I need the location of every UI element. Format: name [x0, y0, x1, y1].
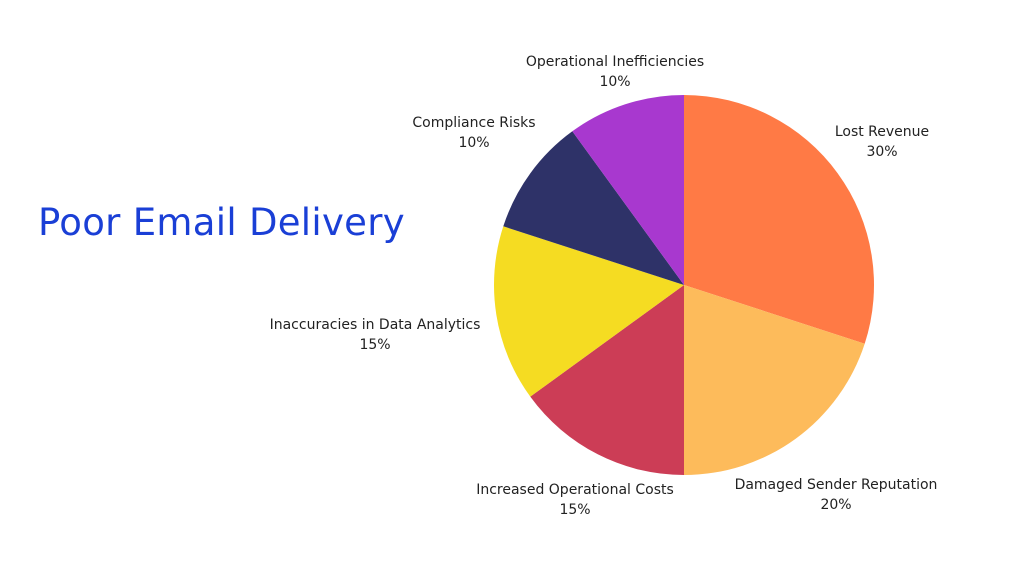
chart-title: Poor Email Delivery	[38, 201, 405, 244]
slice-label-damaged-sender-reputation: Damaged Sender Reputation 20%	[686, 475, 986, 515]
slice-label-operational-inefficiencies: Operational Inefficiencies 10%	[465, 52, 765, 92]
label-value: 20%	[820, 497, 852, 513]
pie-slice-operational-inefficiencies	[572, 95, 684, 285]
label-value: 30%	[866, 144, 898, 160]
slice-label-compliance-risks: Compliance Risks 10%	[324, 113, 624, 153]
pie-slice-lost-revenue	[684, 95, 874, 344]
pie-slice-inaccuracies-in-data-analytics	[494, 226, 684, 397]
slice-label-increased-operational-costs: Increased Operational Costs 15%	[425, 480, 725, 520]
slice-label-inaccuracies-in-data-analytics: Inaccuracies in Data Analytics 15%	[225, 315, 525, 355]
label-name: Inaccuracies in Data Analytics	[269, 317, 481, 333]
pie-slice-damaged-sender-reputation	[684, 285, 865, 475]
label-name: Compliance Risks	[412, 115, 536, 131]
label-name: Operational Inefficiencies	[525, 54, 705, 70]
label-name: Increased Operational Costs	[476, 482, 674, 498]
slice-label-lost-revenue: Lost Revenue 30%	[732, 122, 1024, 162]
label-name: Damaged Sender Reputation	[734, 477, 938, 493]
label-value: 10%	[599, 74, 631, 90]
label-name: Lost Revenue	[834, 124, 930, 140]
pie-slice-compliance-risks	[503, 131, 684, 285]
label-value: 15%	[559, 502, 591, 518]
label-value: 10%	[458, 135, 490, 151]
label-value: 15%	[359, 337, 391, 353]
pie-slice-increased-operational-costs	[530, 285, 684, 475]
